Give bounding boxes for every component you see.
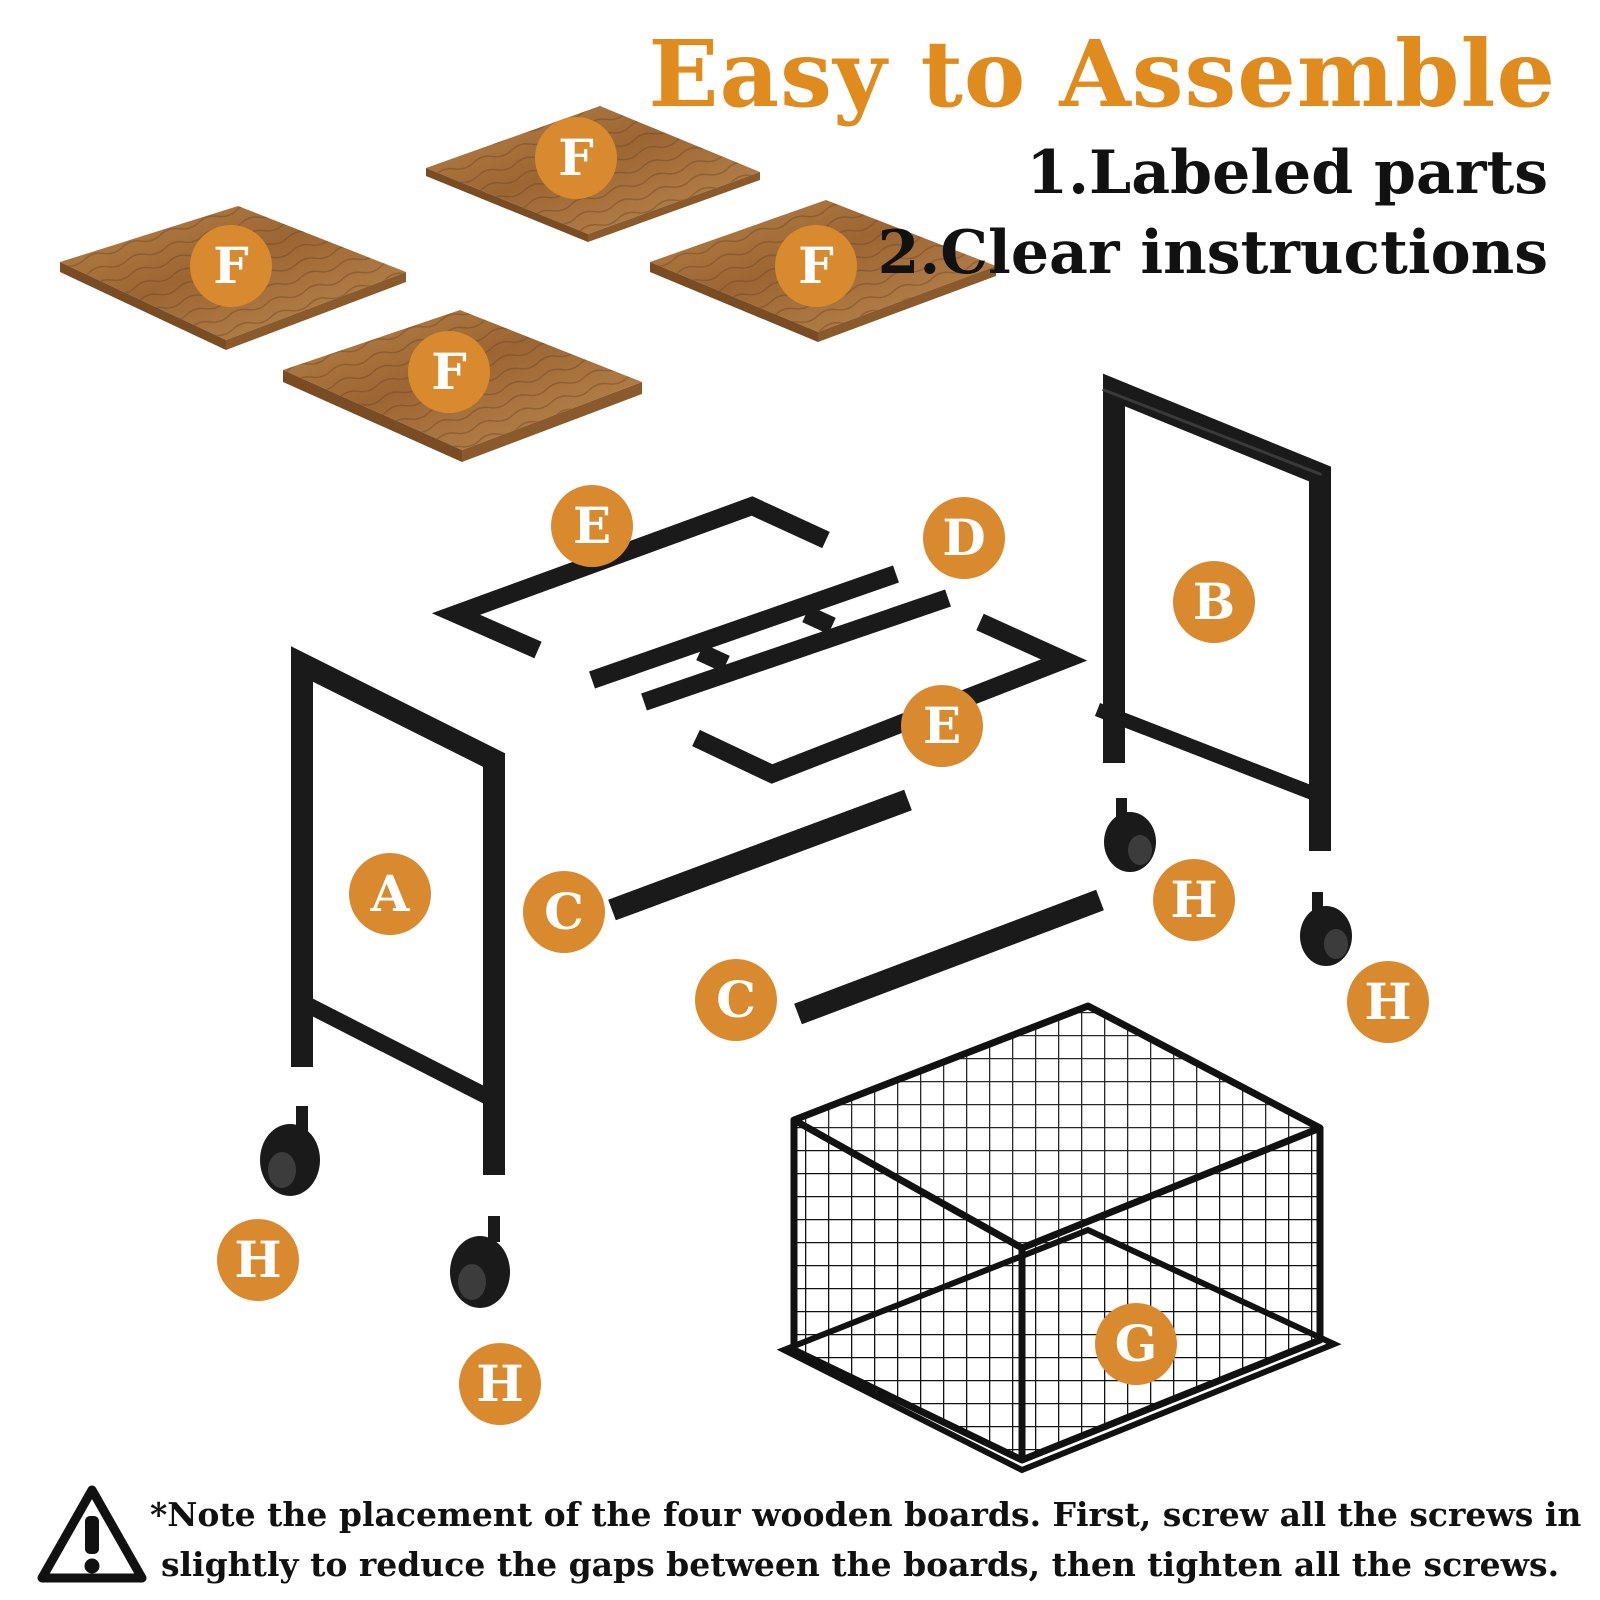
feature-labeled-parts: 1.Labeled parts [1026,138,1548,208]
top-beam-e-1 [431,496,830,659]
badge-board-1: F [535,117,617,199]
crossbar-c-1 [608,789,912,921]
badge-circle [551,485,633,567]
badge-letter: D [942,508,985,567]
caster-wheel-3 [1104,798,1156,872]
badge-circle [901,685,983,767]
badge-wheel-1: H [217,1219,299,1301]
badge-circle [190,225,272,307]
badge-board-2: F [190,225,272,307]
badge-beam-center: D [923,497,1005,579]
badge-letter: F [558,128,594,187]
badge-board-4: F [408,331,490,413]
badge-circle [1347,961,1429,1043]
page-title: Easy to Assemble [648,20,1556,128]
badge-circle [523,871,605,953]
badge-board-3: F [775,225,857,307]
caster-wheel-1 [260,1106,320,1196]
badge-basket: G [1095,1303,1177,1385]
badge-letter: C [544,882,584,941]
badge-wheel-2: H [459,1343,541,1425]
badge-letter: E [923,696,961,755]
badge-circle [459,1343,541,1425]
caster-wheel-4 [1300,892,1352,966]
crossbar-c-2 [794,889,1104,1025]
badge-circle [775,225,857,307]
badge-side-frame-right: B [1173,561,1255,643]
badge-letter: E [573,496,611,555]
badge-circle [535,117,617,199]
note-line-2: slightly to reduce the gaps between the … [160,1545,1560,1584]
badge-letter: H [476,1354,523,1413]
badge-letter: A [370,864,411,923]
badge-letter: H [1364,972,1411,1031]
center-beam-d [589,565,951,711]
badge-beam-top-2: E [901,685,983,767]
badge-letter: F [431,342,467,401]
badge-circle [349,853,431,935]
badge-beam-top-1: E [551,485,633,567]
part-badges: F F F F E E D A B C C H H H H G [190,117,1429,1425]
badge-letter: C [716,970,756,1029]
top-beam-e-2 [692,613,1088,784]
badge-circle [695,959,777,1041]
badge-circle [1153,859,1235,941]
badge-crossbar-1: C [523,871,605,953]
badge-wheel-4: H [1347,961,1429,1043]
badge-letter: H [234,1230,281,1289]
badge-circle [1095,1303,1177,1385]
side-frame-a [291,646,505,1175]
badge-letter: F [798,236,834,295]
feature-clear-instructions: 2.Clear instructions [877,218,1548,288]
badge-circle [408,331,490,413]
badge-circle [923,497,1005,579]
assembly-note: *Note the placement of the four wooden b… [150,1490,1582,1590]
badge-side-frame-left: A [349,853,431,935]
warning-triangle-icon [37,1485,147,1583]
note-line-1: *Note the placement of the four wooden b… [150,1495,1582,1534]
side-frame-b [1094,373,1331,851]
badge-wheel-3: H [1153,859,1235,941]
wire-basket-g [776,1002,1342,1474]
badge-circle [217,1219,299,1301]
caster-wheel-2 [450,1216,510,1308]
badge-letter: H [1170,870,1217,929]
badge-crossbar-2: C [695,959,777,1041]
badge-circle [1173,561,1255,643]
badge-letter: F [213,236,249,295]
badge-letter: B [1193,572,1235,631]
badge-letter: G [1115,1314,1158,1373]
